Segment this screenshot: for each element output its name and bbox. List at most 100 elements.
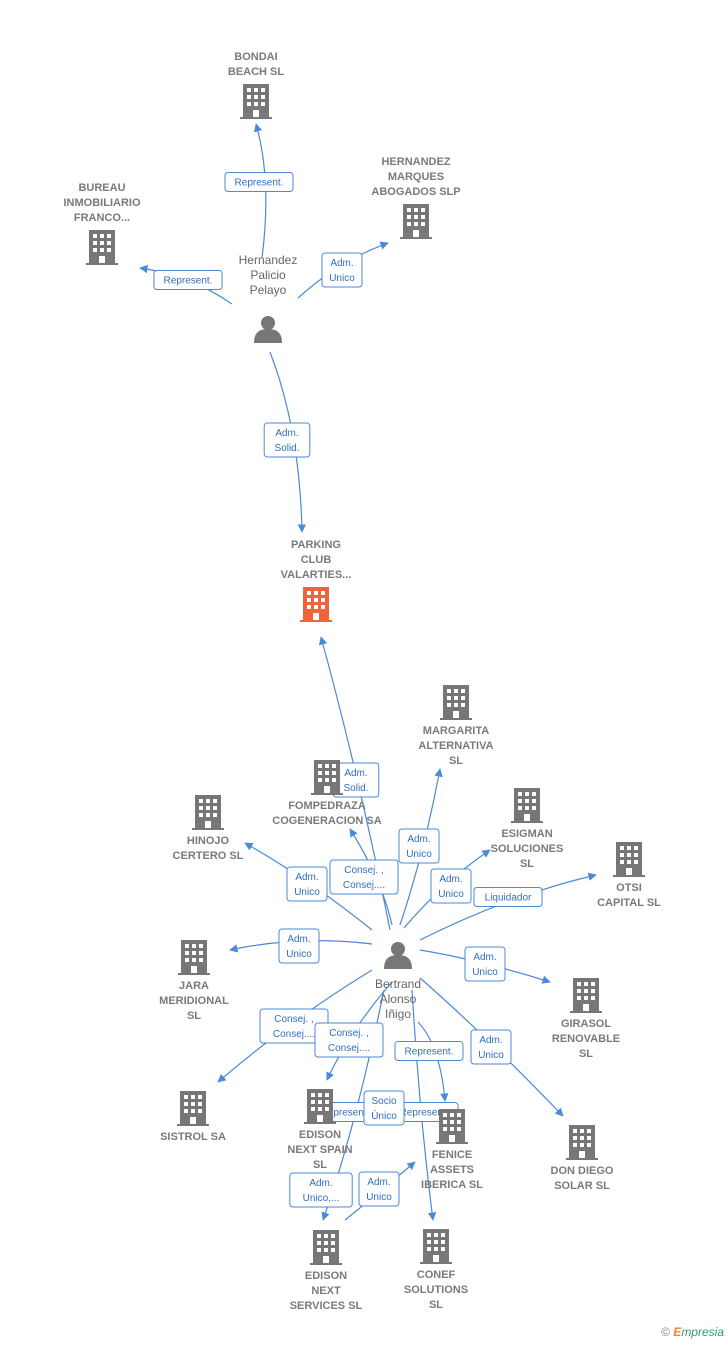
node-label-hernandez_palicio: Pelayo bbox=[250, 283, 287, 297]
edge-label-hernandez_palicio-to-parking[interactable]: Adm.Solid. bbox=[263, 422, 311, 458]
node-label-bertrand: Iñigo bbox=[385, 1007, 411, 1021]
edge-label-text: Unico bbox=[472, 967, 498, 978]
edge-label-text: Unico bbox=[478, 1050, 504, 1061]
edge-label-text: Adm. bbox=[407, 834, 430, 845]
edge-labels-layer: Represent.Adm.UnicoRepresent.Adm.Solid.A… bbox=[153, 172, 543, 1208]
edge-label-text: Unico bbox=[438, 889, 464, 900]
node-label-hernandez_palicio: Palicio bbox=[250, 268, 286, 282]
edge-label-text: Adm. bbox=[309, 1178, 332, 1189]
edge-bertrand-to-fenice bbox=[417, 1021, 449, 1102]
edge-label-text: Socio bbox=[371, 1096, 396, 1107]
node-fenice[interactable]: FENICE ASSETS IBERICA SL bbox=[421, 1109, 483, 1191]
edge-label-hernandez_palicio-to-bureau[interactable]: Represent. bbox=[153, 270, 223, 290]
node-label-parking: PARKING bbox=[291, 539, 341, 551]
edge-label-text: Represent. bbox=[164, 276, 213, 287]
edge-label-bertrand-to-sistrol[interactable]: Consej. ,Consej.... bbox=[259, 1008, 329, 1044]
edge-label-text: Represent. bbox=[405, 1047, 454, 1058]
edge-label-text: Único bbox=[371, 1109, 397, 1122]
node-bureau[interactable]: BUREAUINMOBILIARIOFRANCO... bbox=[64, 182, 141, 265]
building-icon bbox=[420, 1229, 452, 1264]
edge-label-text: Adm. bbox=[287, 934, 310, 945]
edge-label-bertrand-to-esigman[interactable]: Adm. Unico bbox=[430, 868, 472, 904]
node-label-edison_spain: EDISON bbox=[299, 1129, 341, 1141]
node-jara[interactable]: JARA MERIDIONAL SL bbox=[159, 940, 229, 1022]
edge-label-bertrand-to-hinojo[interactable]: Adm.Unico bbox=[286, 866, 328, 902]
node-label-fompedraza: COGENERACION SA bbox=[272, 815, 381, 827]
node-label-bureau: FRANCO... bbox=[74, 212, 130, 224]
node-label-esigman: ESIGMAN bbox=[501, 828, 552, 840]
node-label-conef: SOLUTIONS bbox=[404, 1284, 468, 1296]
building-icon bbox=[86, 230, 118, 265]
edge-label-text: Consej. , bbox=[344, 865, 383, 876]
edge-label-bertrand-to-jara[interactable]: Adm.Unico bbox=[278, 928, 320, 964]
edge-label-text: Represent. bbox=[235, 178, 284, 189]
building-icon bbox=[436, 1109, 468, 1144]
node-label-esigman: SL bbox=[520, 858, 534, 870]
node-fompedraza[interactable]: FOMPEDRAZA COGENERACION SA bbox=[272, 760, 382, 827]
node-label-don_diego: SOLAR SL bbox=[554, 1180, 610, 1192]
edge-label-bertrand-to-conef[interactable]: Adm.Unico bbox=[358, 1171, 400, 1207]
edge-label-text: Unico bbox=[406, 849, 432, 860]
node-label-jara: SL bbox=[187, 1010, 201, 1022]
node-label-jara: MERIDIONAL bbox=[159, 995, 229, 1007]
edge-label-bertrand-to-fenice[interactable]: Represent. bbox=[394, 1041, 464, 1061]
node-label-margarita: SL bbox=[449, 755, 463, 767]
edge-label-bertrand-to-fompedraza[interactable]: Consej. ,Consej.... bbox=[329, 859, 399, 895]
node-label-fenice: ASSETS bbox=[430, 1164, 474, 1176]
edge-label-text: Represent. bbox=[321, 1108, 370, 1119]
edge-label-bertrand-to-don_diego[interactable]: Adm. Unico bbox=[470, 1029, 512, 1065]
edge-label-bertrand-to-margarita[interactable]: Adm. Unico bbox=[398, 828, 440, 864]
node-label-otsi: OTSI bbox=[616, 882, 642, 894]
edge-label-text: Adm. bbox=[439, 874, 462, 885]
node-label-bureau: INMOBILIARIO bbox=[64, 197, 141, 209]
edge-label-bertrand-to-edison_spain[interactable]: Consej. ,Consej.... bbox=[314, 1022, 384, 1058]
node-label-jara: JARA bbox=[179, 980, 209, 992]
node-label-edison_services: SERVICES SL bbox=[290, 1300, 363, 1312]
building-icon bbox=[440, 685, 472, 720]
node-label-hernandez_marques: ABOGADOS SLP bbox=[371, 186, 460, 198]
node-label-bertrand: Alonso bbox=[380, 992, 417, 1006]
edge-label-bertrand-to-girasol[interactable]: Adm. Unico bbox=[464, 946, 506, 982]
edge-label-hernandez_palicio-to-bondai[interactable]: Represent. bbox=[224, 172, 294, 192]
node-parking[interactable]: PARKING CLUB VALARTIES... bbox=[281, 539, 352, 622]
node-label-hinojo: CERTERO SL bbox=[173, 850, 244, 862]
edge-label-bertrand-to-parking[interactable]: Adm.Solid. bbox=[332, 762, 380, 798]
node-sistrol[interactable]: SISTROL SA bbox=[160, 1091, 226, 1143]
node-label-girasol: RENOVABLE bbox=[552, 1033, 620, 1045]
node-label-hernandez_marques: HERNANDEZ bbox=[381, 156, 450, 168]
node-label-bondai: BEACH SL bbox=[228, 66, 285, 78]
node-label-don_diego: DON DIEGO bbox=[551, 1165, 614, 1177]
footer-brand: © Empresia bbox=[661, 1325, 724, 1339]
node-don_diego[interactable]: DON DIEGO SOLAR SL bbox=[551, 1125, 614, 1192]
node-label-fenice: IBERICA SL bbox=[421, 1179, 483, 1191]
edge-label-text: Consej.... bbox=[328, 1043, 370, 1054]
node-label-fenice: FENICE bbox=[432, 1149, 472, 1161]
node-label-girasol: GIRASOL bbox=[561, 1018, 611, 1030]
building-icon bbox=[311, 760, 343, 795]
edge-label-bertrand-to-otsi[interactable]: Liquidador bbox=[473, 887, 543, 907]
building-icon bbox=[177, 1091, 209, 1126]
node-label-parking: CLUB bbox=[301, 554, 332, 566]
edge-label-text: Adm. bbox=[479, 1035, 502, 1046]
node-label-parking: VALARTIES... bbox=[281, 569, 352, 581]
edge-label-text: Unico bbox=[366, 1192, 392, 1203]
building-icon bbox=[240, 84, 272, 119]
node-label-fompedraza: FOMPEDRAZA bbox=[288, 800, 366, 812]
edge-label-hernandez_palicio-to-hernandez_marques[interactable]: Adm.Unico bbox=[321, 252, 363, 288]
edge-label-text: Adm. bbox=[473, 952, 496, 963]
edge-label-bertrand-to-edison_services[interactable]: Adm.Unico,... bbox=[289, 1172, 353, 1208]
